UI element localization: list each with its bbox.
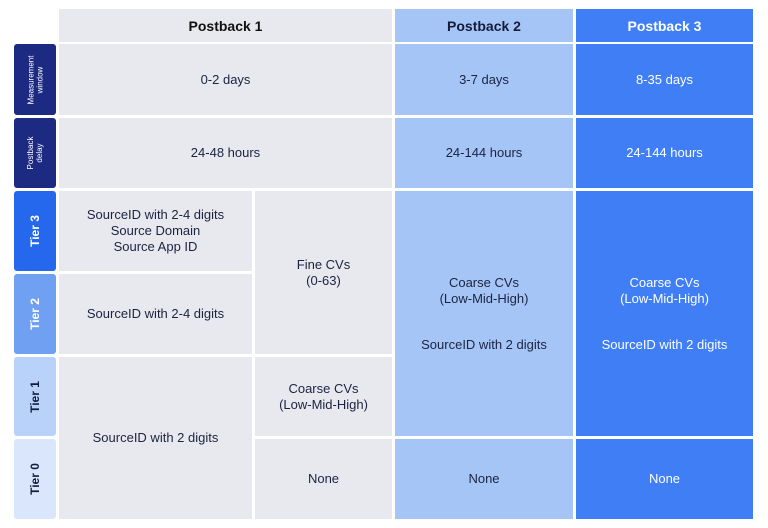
- row-label-tier-1: Tier 1: [14, 357, 56, 436]
- row-label-postback-delay: Postback delay: [14, 118, 56, 188]
- postback-delay-postback-2-text: 24-144 hours: [445, 145, 523, 160]
- p1-tier-3-source-line-1: SourceID with 2-4 digits: [86, 207, 225, 222]
- measurement-window-postback-2-text: 3-7 days: [459, 71, 509, 87]
- p2-cvs-line-1: Coarse CVs: [448, 274, 520, 290]
- row-label-tier-3: Tier 3: [14, 191, 56, 271]
- p2-tiers-1-3-stack: Coarse CVs (Low-Mid-High) SourceID with …: [421, 275, 547, 353]
- p1-tier-0-cvs-text: None: [307, 471, 340, 486]
- p1-tier-3-source: SourceID with 2-4 digits Source Domain S…: [59, 191, 252, 271]
- p2-cvs-line-2: (Low-Mid-High): [439, 290, 529, 306]
- row-label-measurement-window-text: Measurement window: [26, 55, 45, 104]
- measurement-window-postback-3: 8-35 days: [576, 44, 753, 115]
- p1-coarse-cvs-line-1: Coarse CVs: [288, 380, 359, 396]
- p3-tier-0-text: None: [648, 471, 681, 486]
- p1-tier-2-source: SourceID with 2-4 digits: [59, 274, 252, 354]
- row-label-tier-2: Tier 2: [14, 274, 56, 354]
- postback-delay-postback-1-text: 24-48 hours: [190, 145, 261, 160]
- row-label-measurement-window: Measurement window: [14, 44, 56, 115]
- header-postback-3: Postback 3: [576, 9, 753, 42]
- p3-cvs-line-2: (Low-Mid-High): [620, 290, 709, 306]
- p1-tier-3-source-line-2: Source Domain: [110, 223, 201, 238]
- p1-fine-cvs-line-1: Fine CVs: [296, 256, 351, 272]
- p1-coarse-cvs: Coarse CVs (Low-Mid-High): [255, 357, 392, 436]
- header-postback-2-label: Postback 2: [447, 17, 521, 34]
- p1-tier-3-source-stack: SourceID with 2-4 digits Source Domain S…: [87, 207, 224, 255]
- row-label-tier-3-text: Tier 3: [28, 215, 42, 247]
- p2-tier-0-text: None: [468, 471, 500, 486]
- p1-tier-2-source-text: SourceID with 2-4 digits: [86, 306, 225, 321]
- header-postback-1-label: Postback 1: [188, 17, 263, 34]
- p1-fine-cvs-line-2: (0-63): [306, 272, 341, 288]
- measurement-window-postback-3-text: 8-35 days: [635, 71, 694, 87]
- p1-tier-3-source-line-3: Source App ID: [113, 239, 198, 254]
- row-label-tier-1-text: Tier 1: [28, 380, 42, 413]
- header-postback-1: Postback 1: [59, 9, 392, 42]
- postback-delay-postback-3-text: 24-144 hours: [626, 145, 703, 160]
- p1-tier-0-cvs: None: [255, 439, 392, 519]
- header-postback-3-label: Postback 3: [627, 17, 702, 34]
- p3-tier-0: None: [576, 439, 753, 519]
- postback-delay-postback-3: 24-144 hours: [576, 118, 753, 188]
- p2-tiers-1-3: Coarse CVs (Low-Mid-High) SourceID with …: [395, 191, 573, 436]
- measurement-window-postback-1-text: 0-2 days: [200, 71, 251, 87]
- row-label-tier-0-text: Tier 0: [28, 463, 42, 495]
- measurement-window-postback-2: 3-7 days: [395, 44, 573, 115]
- p3-tiers-1-3-stack: Coarse CVs (Low-Mid-High) SourceID with …: [602, 275, 728, 353]
- postback-delay-postback-1: 24-48 hours: [59, 118, 392, 188]
- p3-cvs-line-1: Coarse CVs: [629, 274, 700, 290]
- row-label-tier-0: Tier 0: [14, 439, 56, 519]
- p1-coarse-cvs-stack: Coarse CVs (Low-Mid-High): [279, 381, 368, 413]
- p2-source: SourceID with 2 digits: [421, 336, 547, 352]
- p3-source: SourceID with 2 digits: [601, 336, 728, 352]
- p1-fine-cvs-stack: Fine CVs (0-63): [297, 257, 350, 289]
- p1-fine-cvs: Fine CVs (0-63): [255, 191, 392, 354]
- postback-delay-postback-2: 24-144 hours: [395, 118, 573, 188]
- p1-tier-1-0-source: SourceID with 2 digits: [59, 357, 252, 519]
- header-postback-2: Postback 2: [395, 9, 573, 42]
- p1-tier-1-0-source-text: SourceID with 2 digits: [92, 430, 219, 445]
- p2-tier-0: None: [395, 439, 573, 519]
- p1-coarse-cvs-line-2: (Low-Mid-High): [279, 396, 368, 412]
- p3-tiers-1-3: Coarse CVs (Low-Mid-High) SourceID with …: [576, 191, 753, 436]
- row-label-tier-2-text: Tier 2: [28, 298, 42, 330]
- row-label-postback-delay-text: Postback delay: [26, 136, 44, 170]
- measurement-window-postback-1: 0-2 days: [59, 44, 392, 115]
